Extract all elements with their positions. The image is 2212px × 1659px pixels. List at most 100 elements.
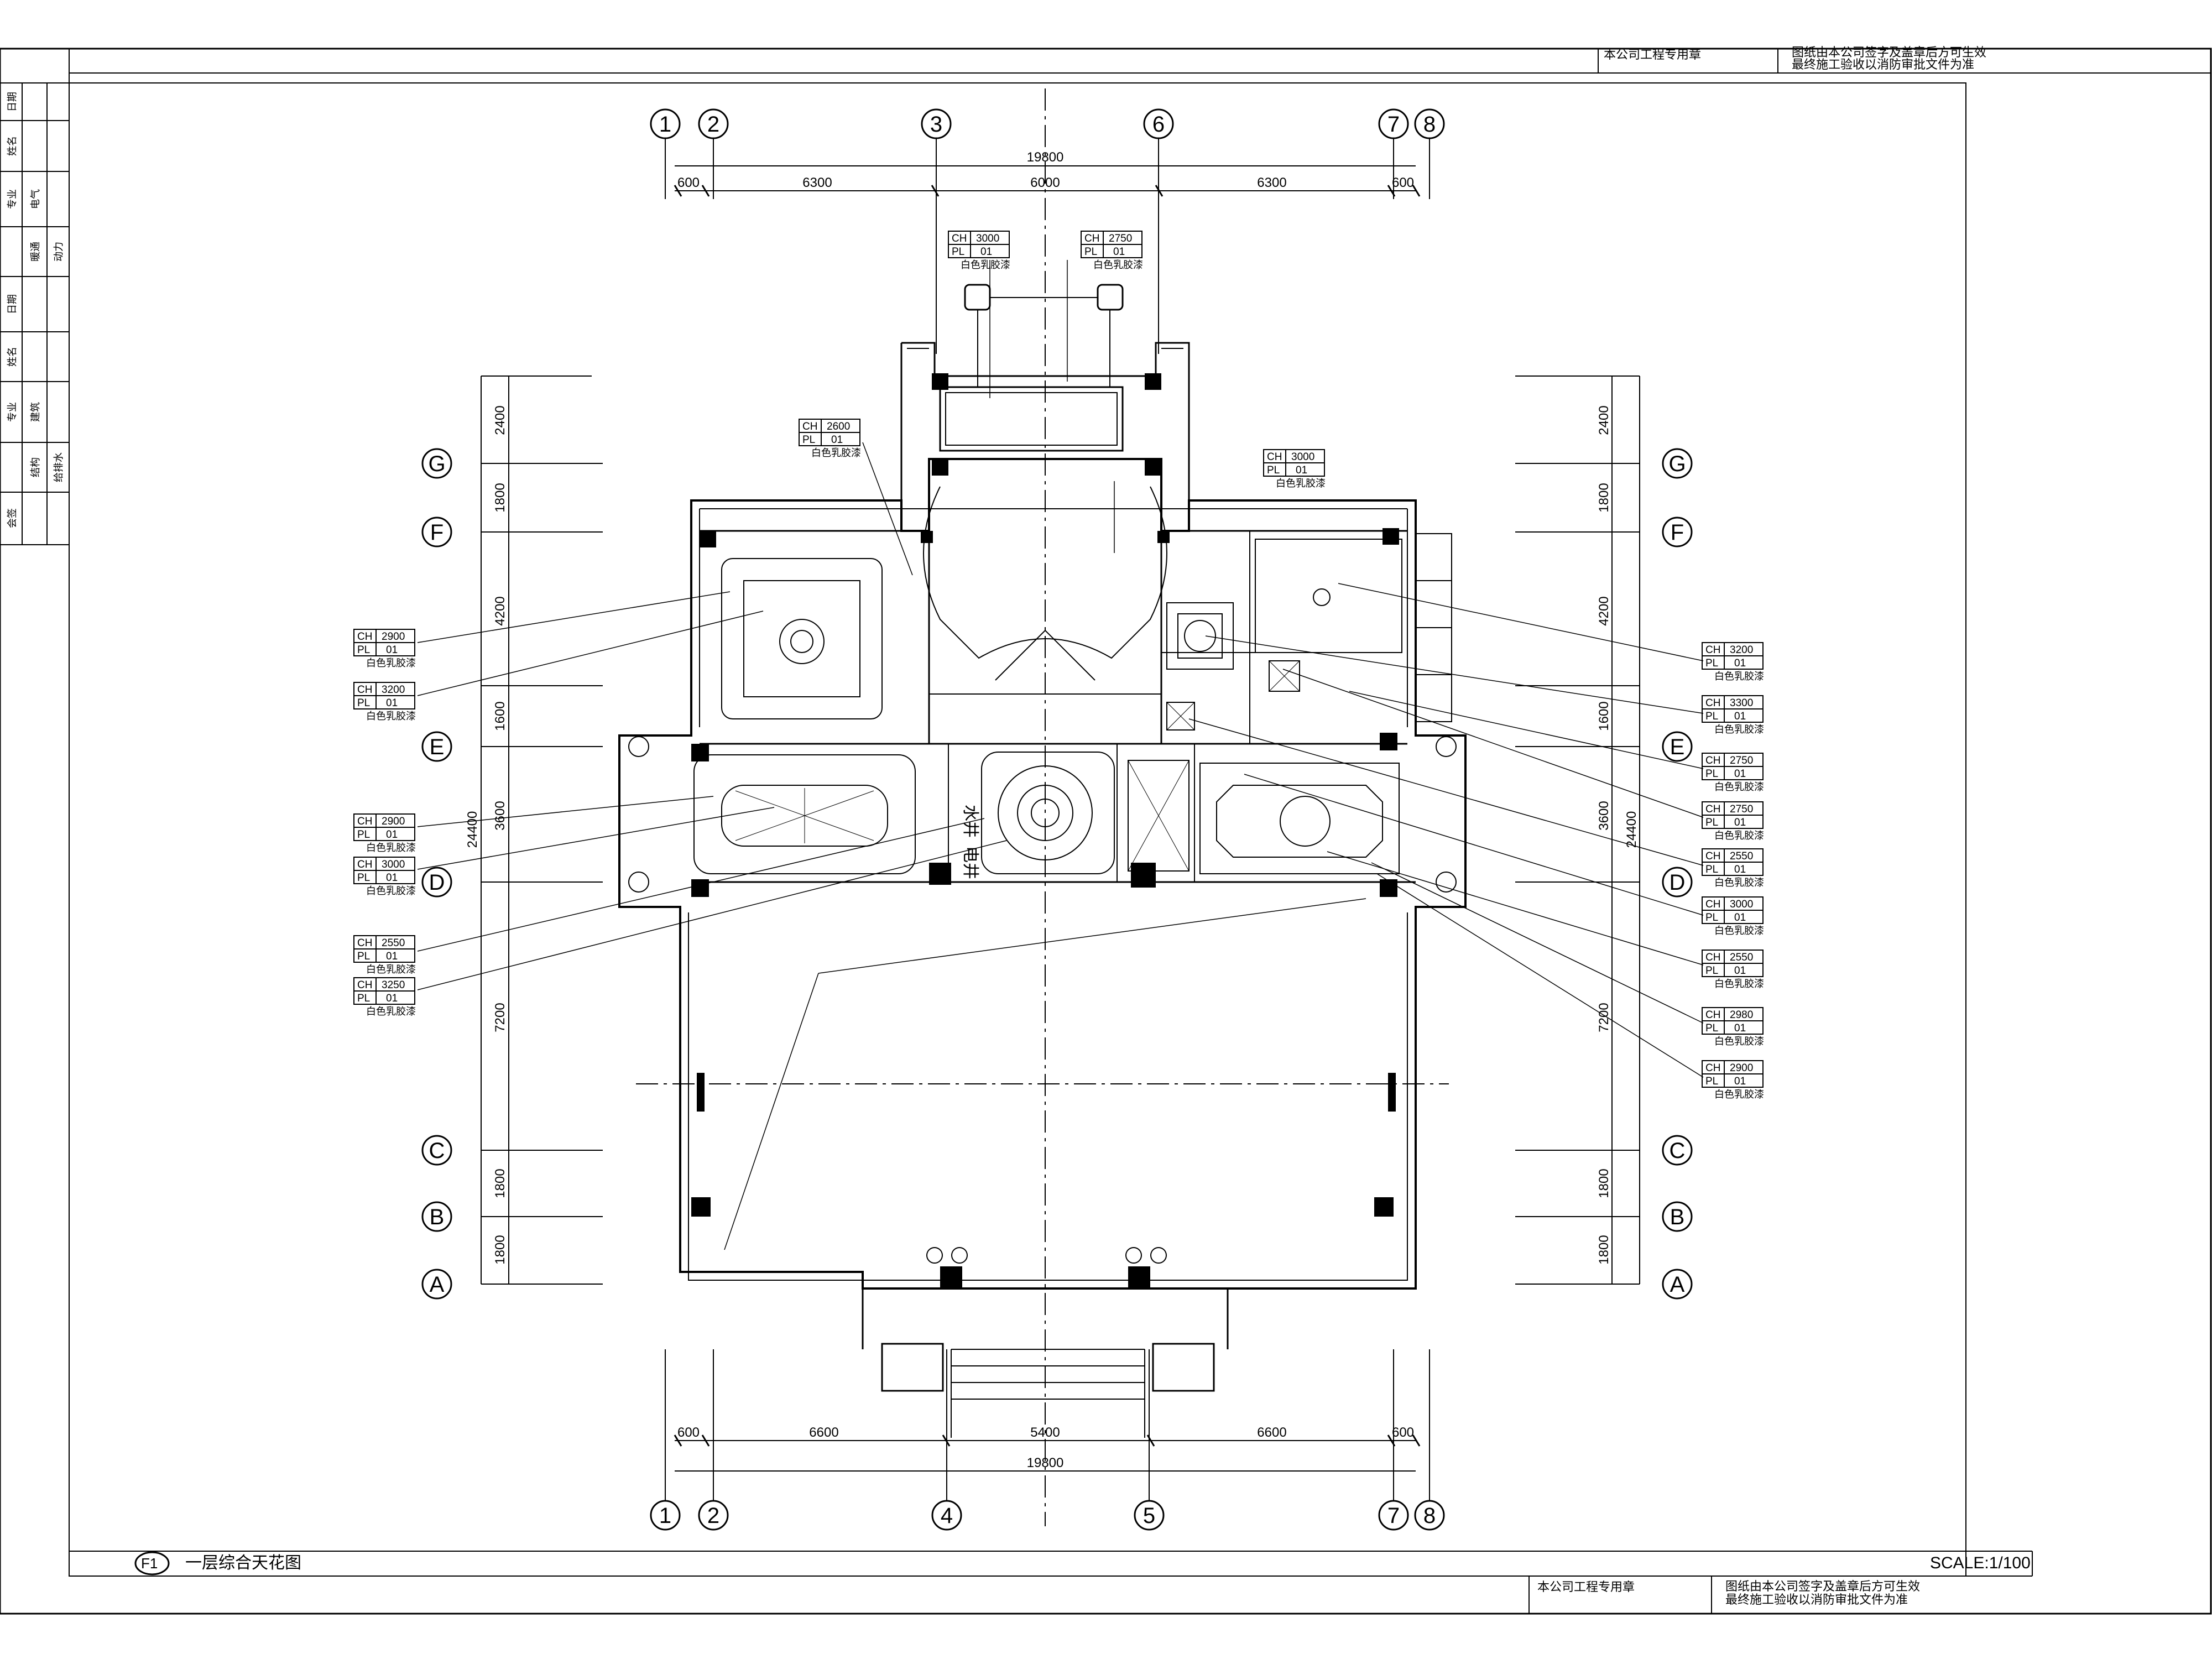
tag-note: 白色乳胶漆 — [1093, 259, 1143, 270]
top-axis-3: 3 — [930, 112, 942, 137]
right-dim-5: 3600 — [1597, 801, 1611, 830]
side-table-cell: 日期 — [7, 92, 18, 112]
side-table-cell: 日期 — [7, 294, 18, 314]
note-line2-top: 最终施工验收以消防审批文件为准 — [1792, 58, 1974, 71]
tag-ch-key: CH — [1267, 451, 1282, 463]
bottom-dim-3: 5400 — [1030, 1425, 1060, 1440]
shaft-labels: 水井 电井 — [961, 805, 979, 879]
row-axis-left-A: A — [430, 1272, 445, 1297]
tag-pl-key: PL — [357, 872, 370, 884]
tag-note: 白色乳胶漆 — [1714, 1089, 1764, 1100]
row-axis-right-E: E — [1670, 735, 1685, 759]
tag-ch-key: CH — [357, 816, 372, 827]
tag-ch-key: CH — [357, 631, 372, 643]
top-dimension-chain: 19800 600 6300 6000 6300 600 — [674, 150, 1421, 197]
tag-pl-key: PL — [357, 829, 370, 841]
tag-pl-value: 01 — [1296, 465, 1307, 476]
side-table-cell: 姓名 — [7, 136, 18, 156]
top-axis-1: 1 — [659, 112, 671, 137]
tag-note: 白色乳胶漆 — [1714, 877, 1764, 888]
right-dim-8: 1800 — [1597, 1235, 1611, 1264]
tag-note: 白色乳胶漆 — [366, 658, 416, 669]
tag-ch-value: 2750 — [1730, 804, 1753, 815]
tag-ch-value: 3300 — [1730, 697, 1753, 709]
tag-pl-key: PL — [357, 993, 370, 1004]
tag-pl-key: PL — [802, 434, 815, 446]
bottom-axis-5: 5 — [1143, 1504, 1155, 1528]
tag-note: 白色乳胶漆 — [366, 842, 416, 853]
bottom-dim-4: 6600 — [1257, 1425, 1286, 1440]
right-total-dim: 24400 — [1624, 811, 1639, 848]
tag-ch-key: CH — [357, 979, 372, 991]
bottom-dim-5: 600 — [1392, 1425, 1414, 1440]
tag-note: 白色乳胶漆 — [1714, 671, 1764, 682]
tag-ch-value: 3000 — [976, 233, 999, 244]
row-axis-left-D: D — [429, 870, 445, 895]
top-dim-5: 600 — [1392, 175, 1414, 190]
top-axis-6: 6 — [1152, 112, 1165, 137]
tag-pl-value: 01 — [386, 829, 398, 841]
side-table-cell: 暖通 — [30, 242, 41, 262]
sheet-frame — [0, 48, 2212, 1615]
drawing-name: 一层综合天花图 — [185, 1554, 301, 1572]
top-total-dim: 19800 — [1027, 150, 1064, 165]
stamp-label-bottom: 本公司工程专用章 — [1537, 1580, 1635, 1594]
tag-pl-value: 01 — [1734, 864, 1746, 875]
side-table-cell: 动力 — [53, 242, 64, 262]
tag-ch-key: CH — [1705, 1009, 1720, 1021]
right-dim-4: 1600 — [1597, 701, 1611, 731]
right-dim-2: 1800 — [1597, 483, 1611, 512]
top-axis-8: 8 — [1423, 112, 1436, 137]
side-table-cell: 姓名 — [7, 347, 18, 367]
row-axis-right-B-circle — [1662, 1201, 1693, 1232]
tag-note: 白色乳胶漆 — [366, 885, 416, 896]
tag-pl-key: PL — [1084, 246, 1097, 258]
ceiling-features — [693, 539, 1402, 874]
tag-ch-value: 2550 — [1730, 851, 1753, 862]
tag-note: 白色乳胶漆 — [811, 447, 861, 458]
tag-ch-value: 2750 — [1109, 233, 1132, 244]
left-dimension-chain: 24400 2400 1800 4200 1600 3600 7200 1800… — [465, 375, 603, 1285]
note-line2-bottom: 最终施工验收以消防审批文件为准 — [1725, 1593, 1908, 1606]
building-outline — [618, 284, 1467, 1438]
right-dimension-chain: 24400 2400 1800 4200 1600 3600 7200 1800… — [1515, 375, 1640, 1285]
side-table-cell: 电气 — [30, 189, 41, 209]
left-dim-2: 1800 — [493, 483, 508, 512]
tag-ch-value: 2550 — [382, 937, 405, 949]
tag-note: 白色乳胶漆 — [1276, 478, 1326, 489]
tag-note: 白色乳胶漆 — [1714, 978, 1764, 989]
tag-pl-key: PL — [1705, 965, 1718, 977]
row-axis-left-C-circle — [421, 1135, 452, 1166]
tag-ch-key: CH — [1705, 697, 1720, 709]
bottom-axis-1: 1 — [659, 1504, 671, 1528]
row-axis-right-G-circle — [1662, 448, 1693, 479]
row-axis-left-E: E — [430, 735, 445, 759]
tag-ch-value: 3000 — [1730, 899, 1753, 910]
tag-ch-value: 3000 — [382, 859, 405, 870]
tag-pl-key: PL — [1705, 768, 1718, 780]
tag-ch-value: 3250 — [382, 979, 405, 991]
left-dim-4: 1600 — [493, 701, 508, 731]
tag-ch-key: CH — [1705, 899, 1720, 910]
tag-ch-key: CH — [1705, 952, 1720, 963]
tag-pl-value: 01 — [1734, 912, 1746, 924]
top-dim-1: 600 — [677, 175, 700, 190]
left-total-dim: 24400 — [465, 811, 480, 848]
row-axis-left-F: F — [430, 520, 444, 545]
stamp-label-top: 本公司工程专用章 — [1604, 48, 1701, 61]
tag-pl-key: PL — [1705, 817, 1718, 828]
